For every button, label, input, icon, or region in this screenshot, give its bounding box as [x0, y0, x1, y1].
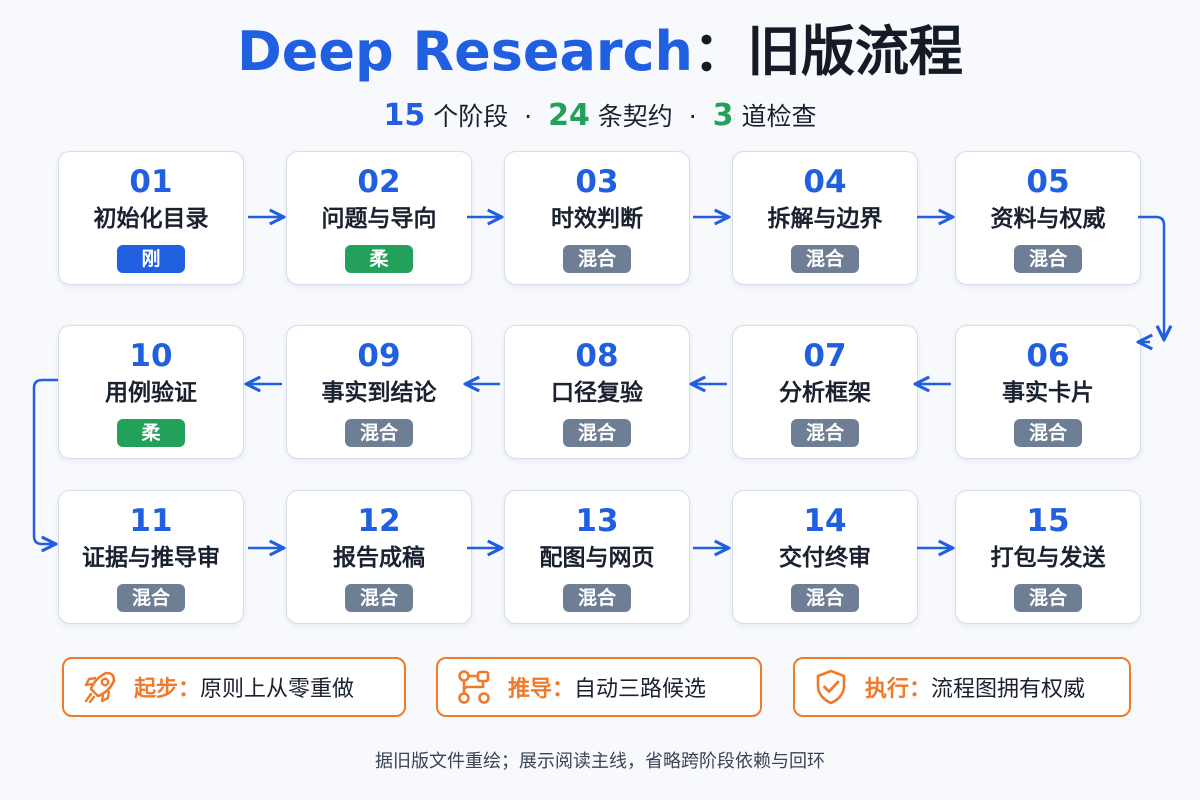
principle-execute: 执行：流程图拥有权威: [793, 657, 1131, 717]
stage-type-badge: 混合: [563, 584, 631, 612]
principle-start-sep: ：: [178, 677, 201, 702]
stage-number: 04: [803, 164, 847, 200]
stage-type-badge: 混合: [1014, 584, 1082, 612]
stage-type-badge: 混合: [791, 584, 859, 612]
stage-label: 证据与推导审: [82, 545, 220, 571]
stat-checks-value: 3: [712, 98, 734, 133]
stage-type-badge: 混合: [563, 245, 631, 273]
stage-card-08: 08 口径复验混合: [504, 325, 690, 459]
stats-line: 15 个阶段 · 24 条契约 · 3 道检查: [0, 96, 1200, 137]
stage-card-09: 09 事实到结论混合: [286, 325, 472, 459]
stage-card-11: 11 证据与推导审混合: [58, 490, 244, 624]
stage-card-14: 14 交付终审混合: [732, 490, 918, 624]
shield-check-icon: [816, 669, 846, 705]
stage-card-03: 03 时效判断混合: [504, 151, 690, 285]
stage-card-15: 15 打包与发送混合: [955, 490, 1141, 624]
stage-label: 配图与网页: [539, 545, 655, 571]
stage-label: 分析框架: [779, 380, 871, 406]
principle-start-text: 起步：原则上从零重做: [134, 671, 354, 703]
footnote: 据旧版文件重绘；展示阅读主线，省略跨阶段依赖与回环: [375, 751, 825, 772]
title-english: Deep Research: [236, 20, 694, 83]
stage-card-07: 07 分析框架混合: [732, 325, 918, 459]
stage-card-10: 10 用例验证柔: [58, 325, 244, 459]
stage-type-badge: 混合: [1014, 419, 1082, 447]
stage-number: 15: [1026, 503, 1070, 539]
stage-label: 报告成稿: [333, 545, 425, 571]
stage-type-badge: 混合: [563, 419, 631, 447]
stage-number: 14: [803, 503, 847, 539]
stage-card-06: 06 事实卡片混合: [955, 325, 1141, 459]
stage-number: 10: [129, 338, 173, 374]
stage-number: 03: [575, 164, 619, 200]
stage-card-05: 05 资料与权威混合: [955, 151, 1141, 285]
stat-contracts-value: 24: [548, 98, 590, 133]
page-title: Deep Research：旧版流程: [0, 20, 1200, 84]
rocket-icon: [84, 671, 116, 704]
stage-number: 01: [129, 164, 173, 200]
stage-label: 资料与权威: [990, 206, 1106, 232]
stage-label: 初始化目录: [93, 206, 209, 232]
stage-label: 口径复验: [551, 380, 643, 406]
stat-stages-value: 15: [383, 98, 426, 133]
stage-type-badge: 混合: [1014, 245, 1082, 273]
stage-type-badge: 混合: [791, 245, 859, 273]
stage-card-01: 01 初始化目录刚: [58, 151, 244, 285]
stage-label: 用例验证: [105, 380, 197, 406]
arrow-05-06: [1138, 215, 1164, 338]
principle-execute-sep: ：: [909, 677, 932, 702]
principle-derive-sep: ：: [552, 677, 575, 702]
title-separator: ：: [693, 20, 748, 83]
stat-separator: ·: [524, 102, 533, 131]
stage-type-badge: 混合: [345, 419, 413, 447]
stat-stages-unit: 个阶段: [433, 102, 509, 131]
principle-execute-desc: 流程图拥有权威: [931, 677, 1086, 702]
stage-number: 05: [1026, 164, 1070, 200]
principle-execute-key: 执行: [865, 677, 910, 702]
stage-number: 12: [357, 503, 401, 539]
stage-type-badge: 刚: [117, 245, 185, 273]
principle-start-desc: 原则上从零重做: [200, 677, 355, 702]
flow-branch-icon: [458, 670, 490, 704]
stage-type-badge: 混合: [791, 419, 859, 447]
stage-label: 问题与导向: [321, 206, 437, 232]
arrow-10-11: [32, 378, 58, 544]
stage-card-12: 12 报告成稿混合: [286, 490, 472, 624]
stage-number: 06: [1026, 338, 1070, 374]
stage-number: 07: [803, 338, 847, 374]
stat-checks-unit: 道检查: [741, 102, 817, 131]
principle-derive-key: 推导: [508, 677, 553, 702]
stage-number: 13: [575, 503, 619, 539]
stat-separator: ·: [688, 102, 697, 131]
principle-derive-text: 推导：自动三路候选: [508, 671, 706, 703]
stage-label: 打包与发送: [990, 545, 1106, 571]
principle-execute-text: 执行：流程图拥有权威: [865, 671, 1085, 703]
stage-type-badge: 柔: [117, 419, 185, 447]
stage-card-13: 13 配图与网页混合: [504, 490, 690, 624]
title-chinese: 旧版流程: [747, 20, 964, 83]
principle-start-key: 起步: [134, 677, 179, 702]
stage-label: 交付终审: [779, 545, 871, 571]
stage-type-badge: 混合: [345, 584, 413, 612]
principle-derive: 推导：自动三路候选: [436, 657, 762, 717]
stage-card-04: 04 拆解与边界混合: [732, 151, 918, 285]
principle-start: 起步：原则上从零重做: [62, 657, 406, 717]
stat-contracts-unit: 条契约: [597, 102, 673, 131]
stage-label: 拆解与边界: [767, 206, 883, 232]
stage-number: 08: [575, 338, 619, 374]
principle-derive-desc: 自动三路候选: [574, 677, 707, 702]
stage-label: 事实到结论: [321, 380, 437, 406]
stage-type-badge: 混合: [117, 584, 185, 612]
stage-label: 事实卡片: [1002, 380, 1094, 406]
stage-type-badge: 柔: [345, 245, 413, 273]
stage-number: 02: [357, 164, 401, 200]
stage-number: 09: [357, 338, 401, 374]
stage-number: 11: [129, 503, 173, 539]
stage-label: 时效判断: [551, 206, 643, 232]
